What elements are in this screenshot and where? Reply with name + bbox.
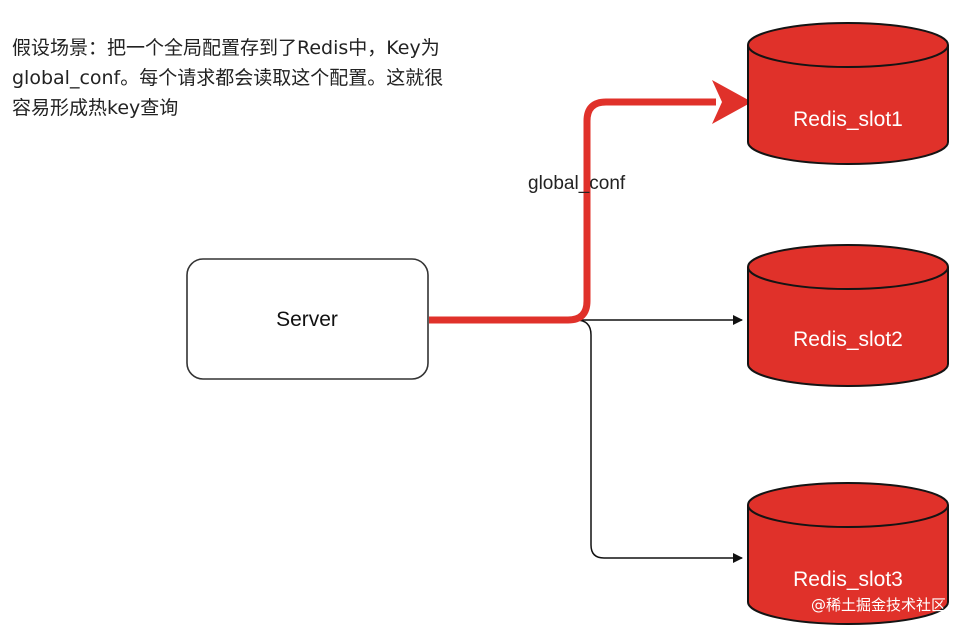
server-node: Server [186,258,429,380]
normal-edges [429,315,743,563]
hot-key-edge [429,80,752,324]
description-line-1: 假设场景：把一个全局配置存到了Redis中，Key为 [12,37,440,59]
server-label: Server [276,308,338,331]
redis-slot3-node: Redis_slot3 [747,482,949,625]
hot-arrow-head [712,80,752,124]
server-box [186,258,429,380]
redis-slot2-body [747,267,949,387]
redis-slot3-label: Redis_slot3 [793,568,903,591]
redis-slot3-top [747,482,949,528]
redis-slot2-node: Redis_slot2 [747,244,949,387]
redis-slot1-label: Redis_slot1 [793,108,903,131]
edge-server-to-slot3 [575,319,743,563]
redis-slot2-top [747,244,949,290]
redis-slot2-label: Redis_slot2 [793,328,903,351]
description-line-2: global_conf。每个请求都会读取这个配置。这就很 [12,67,443,89]
description-line-3: 容易形成热key查询 [12,97,178,119]
redis-slot1-top [747,22,949,68]
platform-watermark: @稀土掘金技术社区 [811,596,946,614]
scenario-description: 假设场景：把一个全局配置存到了Redis中，Key为 global_conf。每… [12,37,443,119]
edge-server-to-slot1 [429,98,716,324]
redis-slot1-body [747,45,949,165]
redis-slot3-body [747,505,949,625]
redis-slot1-node: Redis_slot1 [747,22,949,165]
edge-label-global-conf: global_conf [528,173,626,194]
